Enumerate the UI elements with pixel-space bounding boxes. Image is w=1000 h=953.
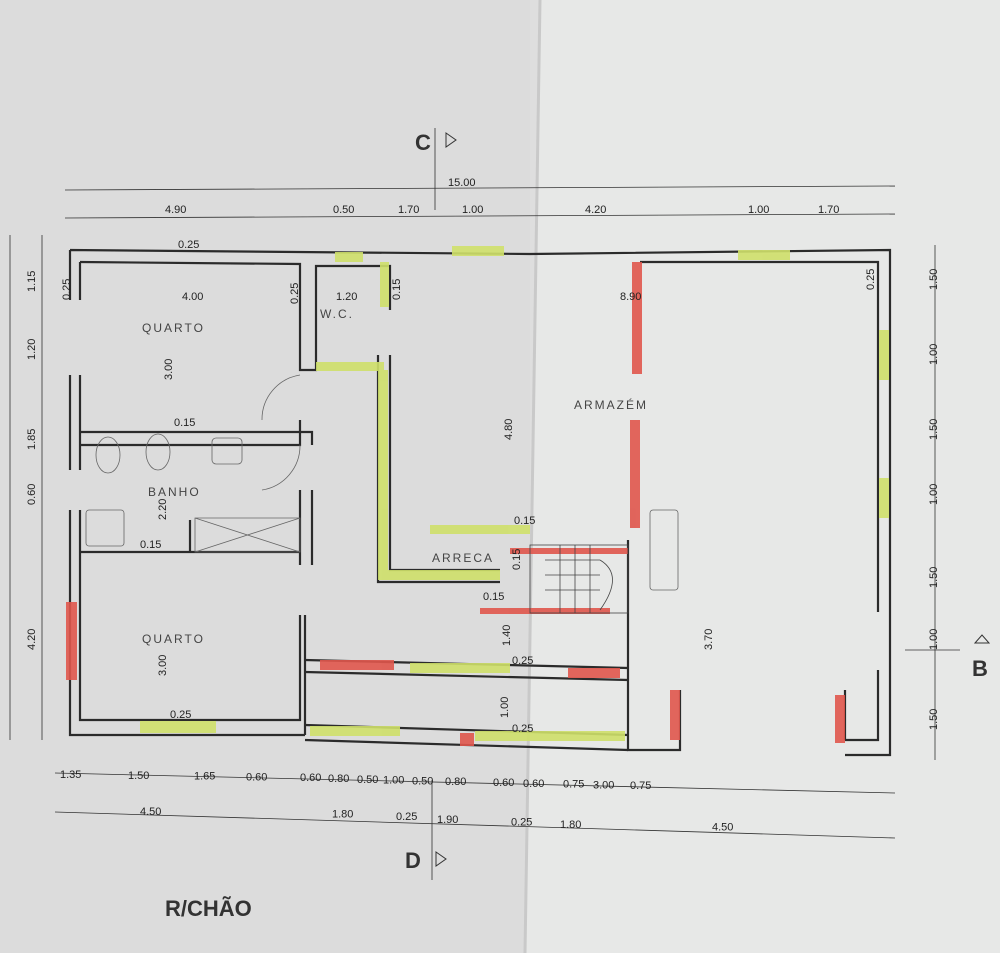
bathroom-fixtures (85, 374, 679, 591)
dim-top-2: 1.70 (398, 204, 419, 216)
dim-interior-wall-025-left: 0.25 (61, 279, 73, 300)
dim-interior-wall-025-top: 0.25 (178, 239, 199, 251)
dim-right-5: 1.00 (928, 629, 940, 650)
paper-fold (523, 0, 542, 953)
section-arrow-c (445, 132, 457, 148)
dim-left-4: 4.20 (26, 629, 38, 650)
red-wall-markings (66, 262, 845, 746)
dim-interior-bath-wall-top: 0.15 (174, 417, 195, 429)
dim-left-2: 1.85 (26, 429, 38, 450)
dim-bottom1-3: 0.60 (246, 771, 267, 783)
dim-interior-corridor-wall-bottom: 0.25 (512, 723, 533, 735)
dim-interior-armazem-width: 8.90 (620, 291, 641, 303)
dim-bottom1-1: 1.50 (128, 770, 149, 782)
dim-bottom1-0: 1.35 (60, 769, 81, 781)
section-arrow-d (435, 851, 447, 867)
dim-bottom1-12: 0.75 (563, 779, 584, 791)
room-label-armazem: ARMAZÉM (574, 397, 648, 412)
dim-left-1: 1.20 (26, 339, 38, 360)
bidet-fixture (145, 433, 171, 471)
toilet-fixture (95, 436, 121, 474)
yellow-wall-markings (140, 246, 889, 741)
dim-interior-wc-wall: 0.15 (391, 279, 403, 300)
dim-bottom1-10: 0.60 (493, 777, 514, 789)
dim-bottom1-9: 0.80 (445, 776, 466, 788)
dim-interior-stair-wall-015a: 0.15 (514, 515, 535, 527)
paper-left-half (0, 0, 530, 953)
dim-top-0: 4.90 (165, 204, 186, 216)
dim-left-3: 0.60 (26, 484, 38, 505)
dim-interior-quarto-height: 3.00 (163, 359, 175, 380)
dim-bottom1-5: 0.80 (328, 773, 349, 785)
section-marker-d: D (405, 848, 421, 873)
dim-bottom2-5: 1.80 (560, 819, 581, 831)
basin-fixture (211, 437, 243, 465)
dim-right-0: 1.50 (928, 269, 940, 290)
dim-interior-armazem-wall: 0.25 (865, 269, 877, 290)
dim-bottom1-11: 0.60 (523, 778, 544, 790)
dim-right-2: 1.50 (928, 419, 940, 440)
dimension-lines (9, 128, 960, 880)
dim-interior-stair-wall-015b: 0.15 (511, 549, 523, 570)
dim-interior-quarto2-height: 3.00 (157, 655, 169, 676)
paper-right-half (525, 0, 1000, 953)
dim-bottom1-8: 0.50 (412, 775, 433, 787)
door-swing (261, 374, 301, 491)
dim-interior-quarto2-wall: 0.25 (170, 709, 191, 721)
dim-bottom1-7: 1.00 (383, 775, 404, 787)
dim-right-4: 1.50 (928, 567, 940, 588)
sink-fixture (649, 509, 679, 591)
room-label-banho: BANHO (148, 485, 201, 499)
dim-right-6: 1.50 (928, 709, 940, 730)
dim-interior-quarto-width: 4.00 (182, 291, 203, 303)
dim-top-5: 1.00 (748, 204, 769, 216)
dim-left-0: 1.15 (26, 271, 38, 292)
dim-bottom1-13: 3.00 (593, 779, 614, 791)
dim-bottom2-1: 1.80 (332, 809, 353, 821)
dim-bottom1-2: 1.65 (194, 771, 215, 783)
dim-interior-corridor-wall: 0.25 (512, 655, 533, 667)
dim-bottom2-3: 1.90 (437, 814, 458, 826)
dim-bottom2-2: 0.25 (396, 811, 417, 823)
room-label-quarto-bottom: QUARTO (142, 632, 205, 646)
staircase[interactable] (529, 544, 629, 614)
dim-interior-stair-height: 1.40 (501, 625, 513, 646)
sheet-title: R/CHÃO (165, 896, 252, 921)
dim-bottom2-4: 0.25 (511, 816, 532, 828)
dim-interior-bath-height: 2.20 (157, 499, 169, 520)
dim-interior-armazem-height: 3.70 (703, 629, 715, 650)
dim-interior-corridor-height: 1.00 (499, 697, 511, 718)
room-label-wc: W.C. (320, 307, 354, 321)
dim-top-total: 15.00 (448, 177, 476, 189)
section-arrow-b (973, 634, 991, 644)
dim-interior-hall-height: 4.80 (503, 419, 515, 440)
dim-right-3: 1.00 (928, 484, 940, 505)
section-marker-c: C (415, 130, 431, 155)
room-label-quarto-top: QUARTO (142, 321, 205, 335)
dimension-labels: 15.00 4.90 0.50 1.70 1.00 4.20 1.00 1.70 1.35 1.5… (26, 177, 940, 834)
bathtub-fixture (85, 509, 125, 547)
room-label-arrecadacao: ARRECA (432, 551, 494, 565)
dim-bottom2-0: 4.50 (140, 806, 161, 818)
dim-bottom1-6: 0.50 (357, 774, 378, 786)
dim-interior-wall-025-mid: 0.25 (289, 283, 301, 304)
dim-top-1: 0.50 (333, 204, 354, 216)
dim-interior-bath-wall-bottom: 0.15 (140, 539, 161, 551)
dim-bottom1-14: 0.75 (630, 780, 651, 792)
section-marker-b: B (972, 656, 988, 681)
dim-bottom1-4: 0.60 (300, 772, 321, 784)
dim-interior-wc-width: 1.20 (336, 291, 357, 303)
dim-top-6: 1.70 (818, 204, 839, 216)
dim-interior-stair-wall-015c: 0.15 (483, 591, 504, 603)
dim-bottom2-6: 4.50 (712, 822, 733, 834)
dim-top-3: 1.00 (462, 204, 483, 216)
dim-right-1: 1.00 (928, 344, 940, 365)
dim-top-4: 4.20 (585, 204, 606, 216)
shower-fixture (194, 517, 301, 553)
